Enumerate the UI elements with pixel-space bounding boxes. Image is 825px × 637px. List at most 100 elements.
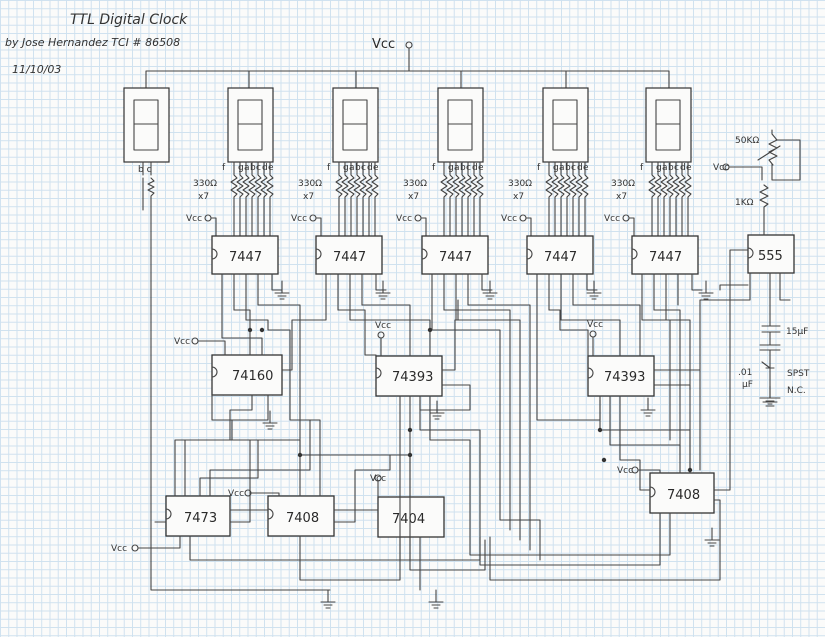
svg-text:f: f — [432, 163, 436, 173]
svg-text:x7: x7 — [616, 192, 627, 202]
svg-text:330Ω: 330Ω — [193, 179, 217, 189]
flipflop-7473-chip — [165, 495, 231, 537]
svg-text:g: g — [656, 163, 662, 173]
seven-segment-display-5 — [542, 87, 589, 163]
svg-text:d: d — [367, 163, 373, 173]
svg-text:d: d — [577, 163, 583, 173]
svg-text:7447: 7447 — [544, 250, 577, 265]
svg-text:330Ω: 330Ω — [611, 179, 635, 189]
svg-text:a: a — [349, 163, 355, 173]
decoder-7447-chip-5: 7447 — [631, 235, 703, 321]
vcc-terminal — [405, 41, 413, 49]
svg-text:Vcc: Vcc — [370, 474, 386, 484]
svg-text:e: e — [686, 163, 692, 173]
svg-text:Vcc: Vcc — [501, 214, 517, 224]
svg-text:g: g — [448, 163, 454, 173]
svg-text:330Ω: 330Ω — [403, 179, 427, 189]
svg-text:a: a — [662, 163, 668, 173]
svg-text:7447: 7447 — [229, 250, 262, 265]
svg-text:Vcc: Vcc — [375, 321, 391, 331]
svg-text:Vcc: Vcc — [291, 214, 307, 224]
svg-text:g: g — [343, 163, 349, 173]
seven-segment-display-4 — [437, 87, 484, 163]
svg-text:d: d — [262, 163, 268, 173]
seven-segment-display-3 — [332, 87, 379, 163]
svg-text:b: b — [355, 163, 361, 173]
decoder-7447-chip-3: 7447 — [421, 235, 493, 321]
svg-text:7447: 7447 — [333, 250, 366, 265]
svg-text:a: a — [559, 163, 565, 173]
svg-text:Vcc: Vcc — [396, 214, 412, 224]
capacitor-top-label: 15μF — [786, 327, 808, 337]
switch-label-1: SPST — [787, 369, 810, 379]
svg-text:7447: 7447 — [439, 250, 472, 265]
svg-text:Vcc: Vcc — [228, 489, 244, 499]
date-label: 11/10/03 — [12, 63, 61, 76]
decoder-7447-chip-1: 7447 — [211, 235, 283, 321]
counter-74393-a-label: 74393 — [392, 370, 433, 385]
interconnect-wires — [154, 249, 791, 591]
decoder-7447-chip-4: 7447 — [526, 235, 598, 321]
seven-segment-display-2 — [227, 87, 274, 163]
and-gate-7408-left-chip — [267, 495, 335, 537]
vcc-top-label: Vcc — [372, 37, 395, 52]
svg-text:a: a — [454, 163, 460, 173]
timer-555-chip — [747, 234, 795, 274]
svg-text:f: f — [222, 163, 226, 173]
diagram-title: TTL Digital Clock — [70, 12, 188, 28]
svg-text:Vcc: Vcc — [617, 466, 633, 476]
ground-symbols — [262, 280, 778, 609]
svg-text:x7: x7 — [408, 192, 419, 202]
counter-74160-chip — [211, 354, 283, 396]
inverter-7404-chip — [377, 496, 445, 538]
svg-text:Vcc: Vcc — [604, 214, 620, 224]
svg-text:Vcc: Vcc — [186, 214, 202, 224]
flipflop-7473-label: 7473 — [184, 511, 217, 526]
svg-text:b: b — [460, 163, 466, 173]
svg-text:x7: x7 — [513, 192, 524, 202]
decoder-7447-chip-2: 7447 — [315, 235, 387, 321]
vcc-bus-wire — [145, 47, 670, 89]
svg-text:7447: 7447 — [649, 250, 682, 265]
svg-text:Vcc: Vcc — [587, 320, 603, 330]
svg-text:d: d — [472, 163, 478, 173]
timer-vcc-label: Vcc — [713, 163, 729, 173]
and-gate-7408-right-chip — [649, 472, 715, 514]
svg-text:x7: x7 — [198, 192, 209, 202]
vcc-terminals: Vcc Vcc Vcc Vcc Vcc Vcc Vcc — [111, 320, 661, 554]
svg-text:Vcc: Vcc — [111, 544, 127, 554]
svg-text:e: e — [478, 163, 484, 173]
switch-label-2: N.C. — [787, 386, 806, 396]
potentiometer-symbol — [757, 129, 801, 181]
svg-text:f: f — [640, 163, 644, 173]
svg-text:g: g — [553, 163, 559, 173]
counter-74393-a-chip — [375, 355, 443, 397]
svg-text:g: g — [238, 163, 244, 173]
svg-text:a: a — [244, 163, 250, 173]
svg-text:330Ω: 330Ω — [298, 179, 322, 189]
svg-text:f: f — [327, 163, 331, 173]
svg-text:e: e — [373, 163, 379, 173]
counter-74393-b-chip — [587, 355, 655, 397]
counter-74393-b-label: 74393 — [604, 370, 645, 385]
seven-segment-display-6 — [645, 87, 692, 163]
timer-resistor-symbol — [759, 184, 769, 236]
pot-label: 50KΩ — [735, 136, 759, 146]
svg-text:330Ω: 330Ω — [508, 179, 532, 189]
inverter-7404-label: 7404 — [392, 512, 425, 527]
first-digit-wires — [142, 161, 152, 176]
author-line: by Jose Hernandez TCI # 86508 — [5, 36, 180, 49]
capacitor-bottom-label-1: .01 — [738, 368, 752, 378]
svg-text:b: b — [668, 163, 674, 173]
svg-text:e: e — [268, 163, 274, 173]
first-digit-resistor — [147, 177, 331, 591]
svg-text:e: e — [583, 163, 589, 173]
and-gate-7408-left-label: 7408 — [286, 511, 319, 526]
svg-text:b: b — [250, 163, 256, 173]
timer-resistor-label: 1KΩ — [735, 198, 754, 208]
